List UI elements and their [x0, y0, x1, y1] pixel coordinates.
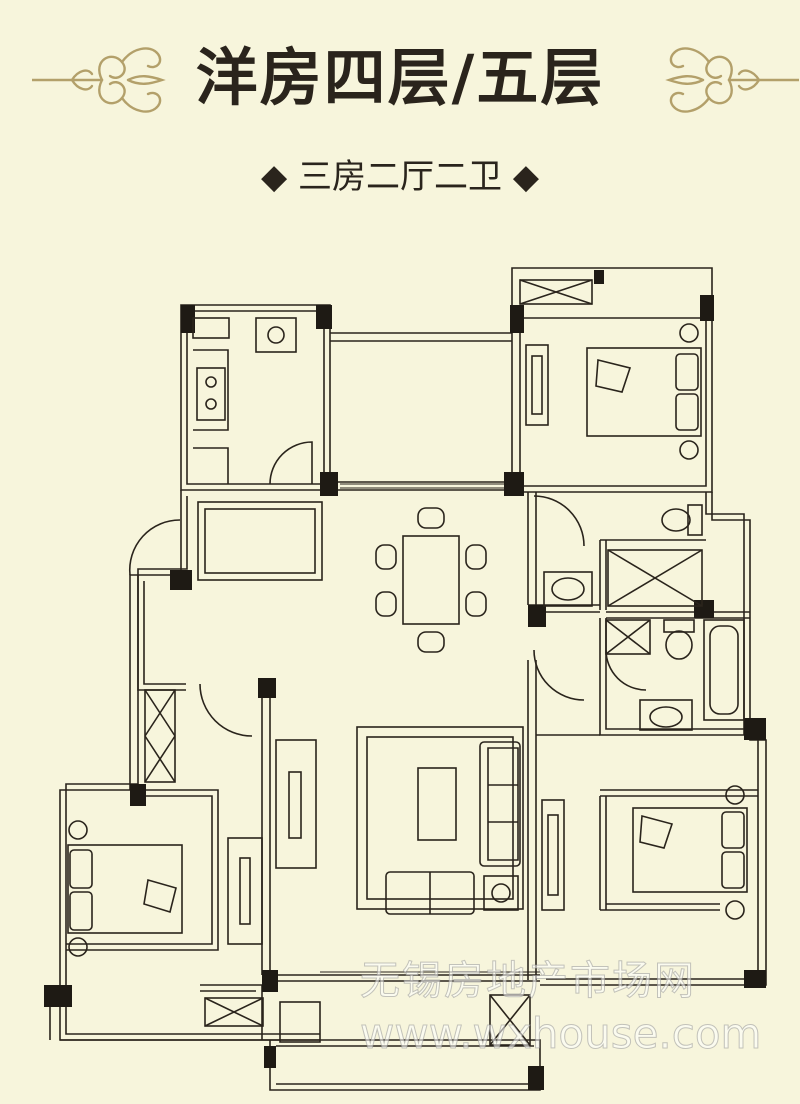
dining-table-icon [375, 507, 487, 653]
stove-icon [196, 367, 226, 421]
scroll-ornament-right-icon [665, 47, 799, 113]
bullet-right: ◆ [512, 157, 539, 197]
sink-icon [639, 699, 693, 731]
outer-walls [49, 267, 767, 1091]
windows [320, 483, 540, 973]
toilet-icon [663, 619, 695, 660]
sink-icon [543, 571, 593, 607]
bed-icon [632, 807, 748, 893]
floor-plan-diagram [44, 267, 767, 1091]
scroll-ornament-left-icon [32, 47, 166, 113]
shower-icon [607, 549, 703, 607]
bedroom-bottom-left [67, 689, 531, 1046]
living-room [275, 726, 524, 915]
bathrooms [543, 504, 745, 731]
bedroom-bottom-right [541, 785, 748, 920]
bullet-left: ◆ [261, 157, 288, 197]
bedroom-top-right [519, 279, 702, 460]
toilet-icon [661, 504, 703, 536]
subtitle-text: 三房二厅二卫 [298, 157, 502, 197]
structural-columns [44, 270, 766, 1090]
bed-icon [67, 844, 183, 934]
page-subtitle: ◆ 三房二厅二卫 ◆ [0, 155, 800, 199]
bathtub-icon [703, 619, 745, 721]
kitchen [192, 317, 313, 485]
cabinet [197, 501, 323, 581]
kitchen-sink-icon [255, 317, 297, 353]
bed-icon [586, 347, 702, 437]
sofa-icon [385, 741, 521, 915]
page-title: 洋房四层/五层 [195, 41, 605, 114]
dining-area [128, 495, 585, 737]
